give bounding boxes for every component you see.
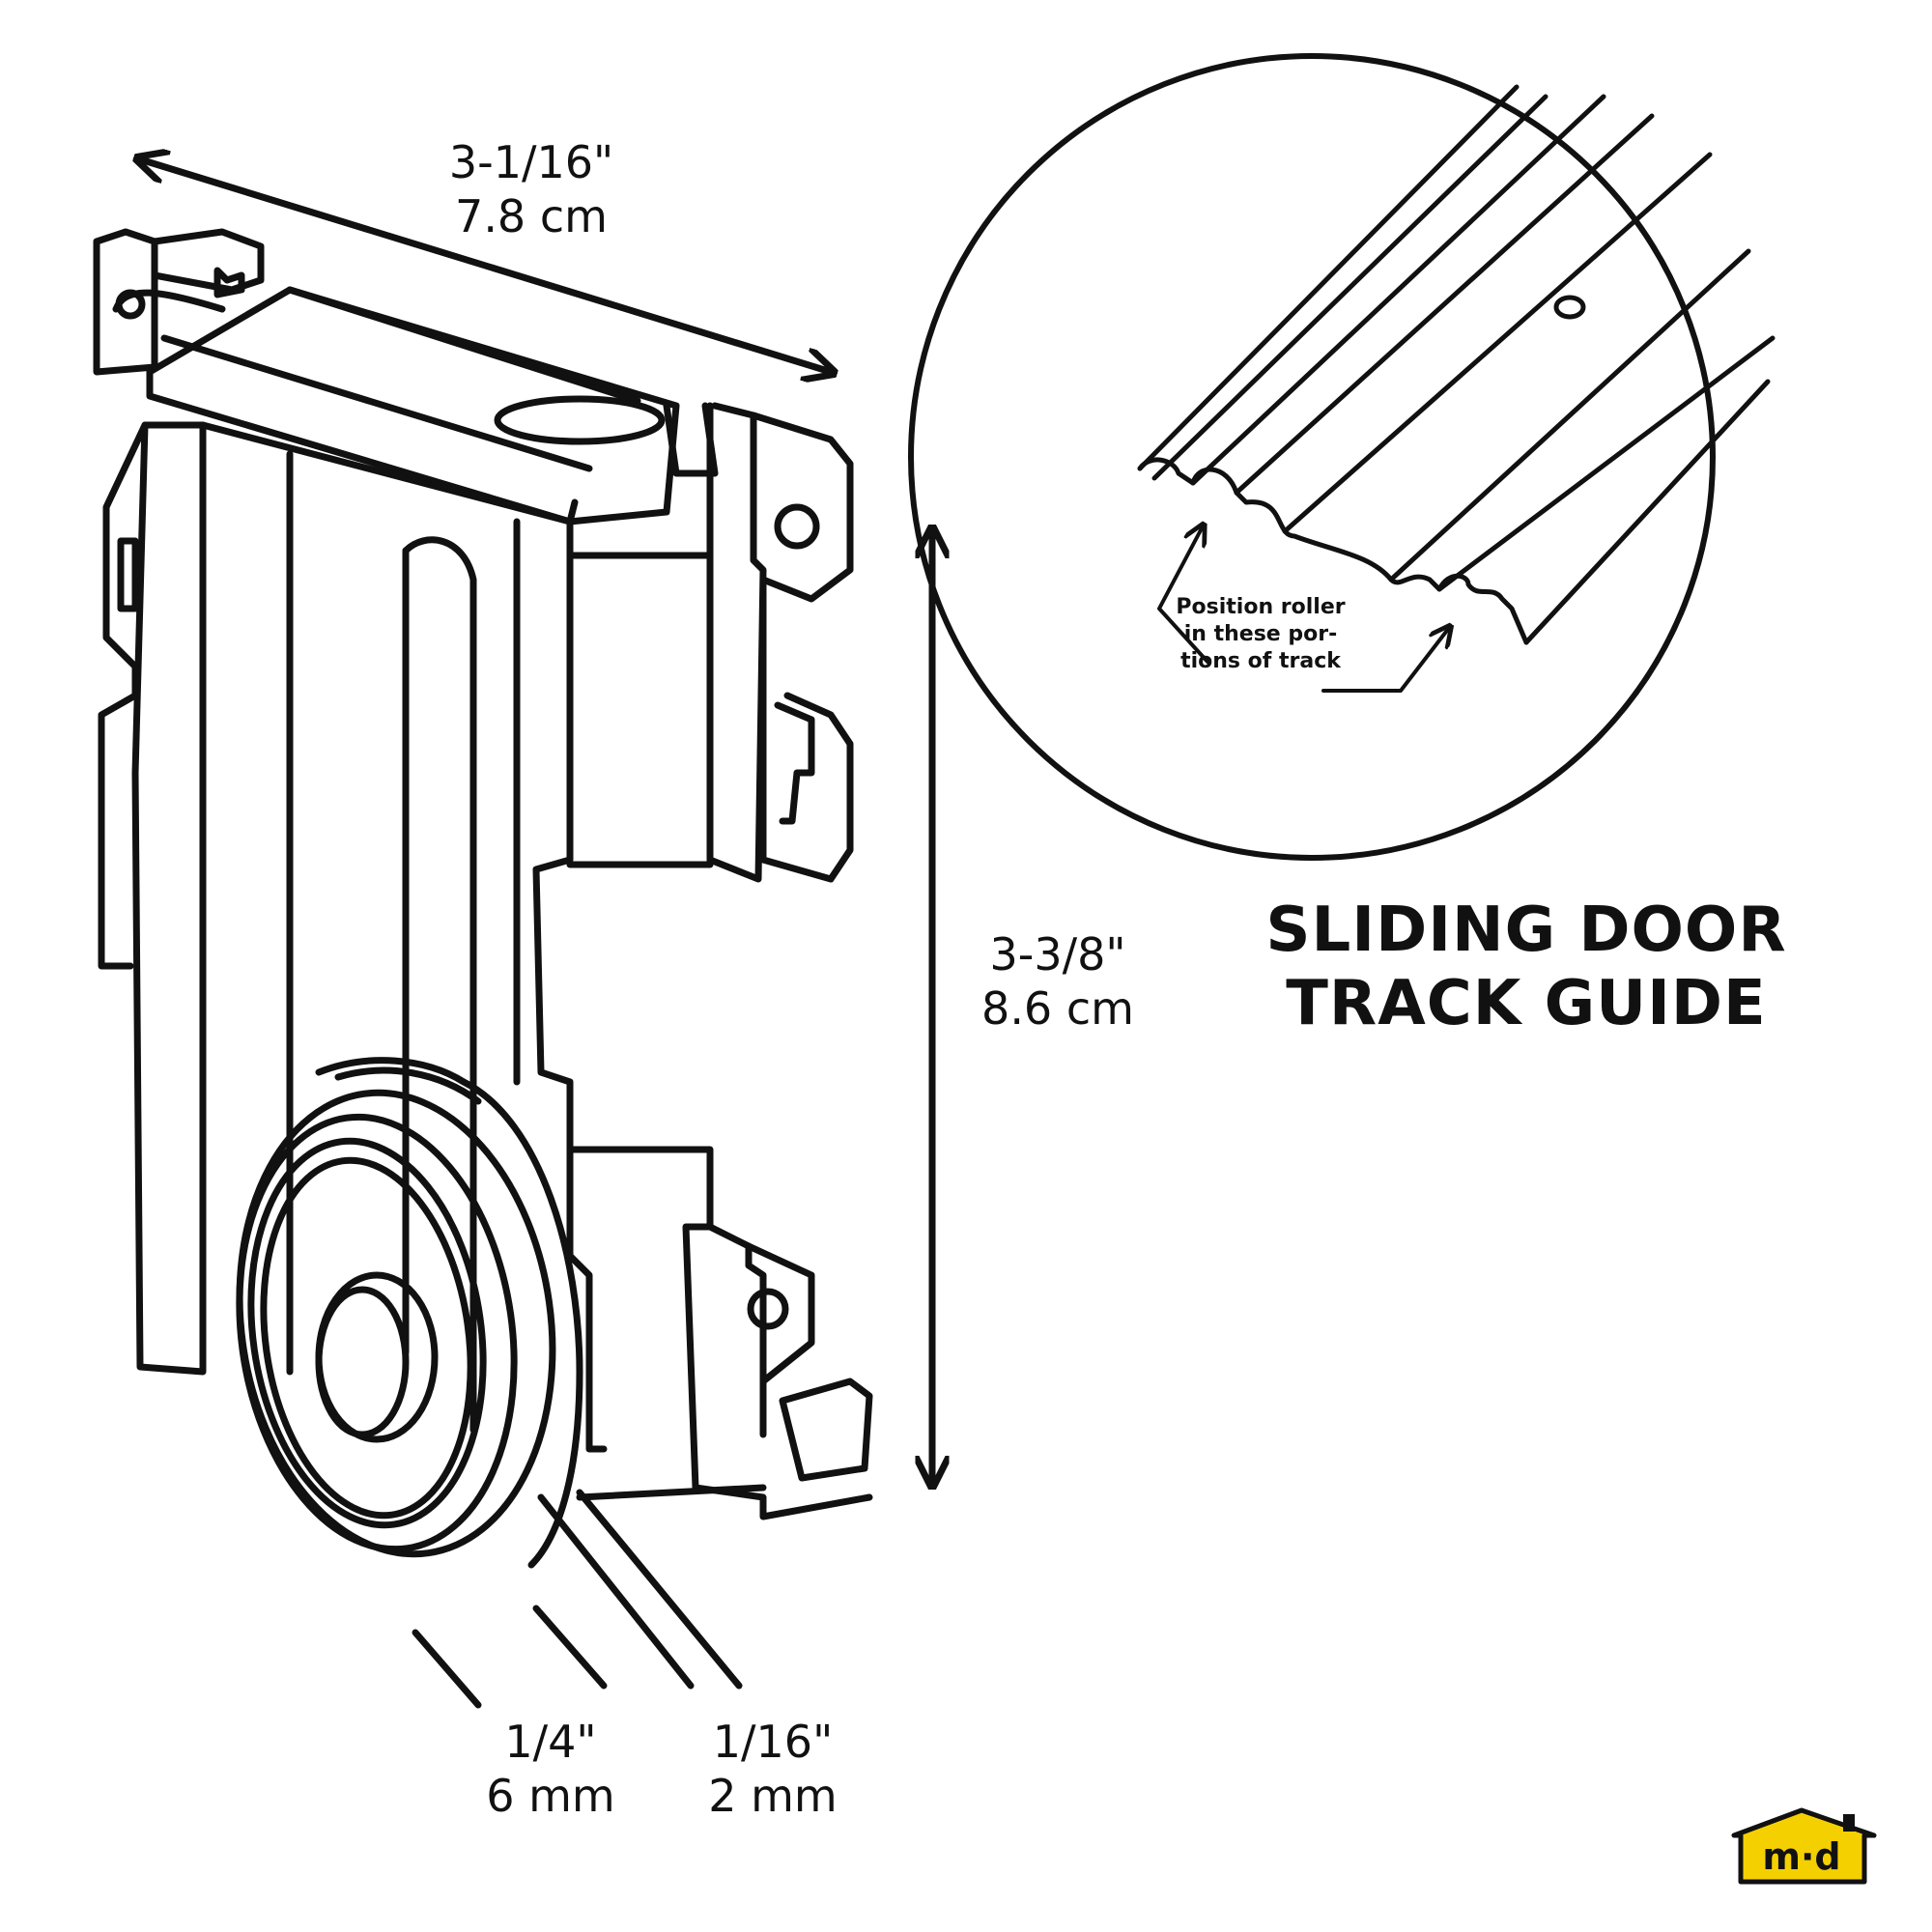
detail-circle [908, 53, 1716, 861]
width-imperial: 3-1/16" [448, 136, 614, 188]
wheel-width-label: 1/4" 6 mm [454, 1715, 647, 1823]
wheel-width-imperial: 1/4" [504, 1716, 597, 1768]
height-dimension-label: 3-3/8" 8.6 cm [947, 927, 1169, 1036]
title-line: TRACK GUIDE [1286, 968, 1767, 1039]
height-imperial: 3-3/8" [989, 928, 1126, 980]
width-metric: 7.8 cm [455, 190, 608, 242]
width-dimension-label: 3-1/16" 7.8 cm [406, 135, 657, 243]
width-dimension-arrow [140, 159, 831, 372]
page-title: SLIDING DOOR TRACK GUIDE [1236, 894, 1816, 1040]
note-line: tions of track [1180, 649, 1341, 673]
flange-width-metric: 2 mm [708, 1770, 838, 1822]
flange-width-imperial: 1/16" [712, 1716, 834, 1768]
height-metric: 8.6 cm [981, 982, 1134, 1035]
track-detail [908, 53, 1776, 861]
brand-logo-text: m·d [1762, 1835, 1841, 1878]
roller-assembly [93, 228, 873, 1709]
title-line: SLIDING DOOR [1265, 895, 1787, 966]
note-line: in these por- [1183, 622, 1338, 646]
track-position-note: Position roller in these por- tions of t… [1164, 594, 1357, 675]
wheel-width-metric: 6 mm [486, 1770, 615, 1822]
flange-width-label: 1/16" 2 mm [676, 1715, 869, 1823]
brand-logo: m·d [1729, 1806, 1884, 1889]
note-line: Position roller [1176, 595, 1346, 619]
